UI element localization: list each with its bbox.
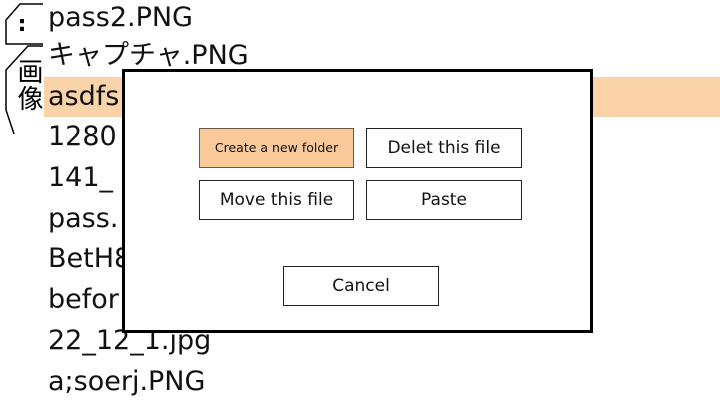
create-folder-button[interactable]: Create a new folder: [199, 128, 354, 168]
file-item[interactable]: befor: [48, 284, 119, 316]
cancel-button[interactable]: Cancel: [283, 266, 439, 306]
side-tab-images[interactable]: : 画像: [0, 0, 44, 136]
file-item[interactable]: 141_: [48, 162, 114, 194]
move-file-button[interactable]: Move this file: [199, 180, 354, 220]
tab-outline: [5, 3, 43, 135]
file-item[interactable]: pass2.PNG: [48, 2, 193, 33]
tab-label: 画像: [13, 58, 43, 112]
file-action-dialog: Create a new folder Delet this file Move…: [122, 69, 593, 333]
tab-colon: :: [17, 12, 27, 37]
paste-button[interactable]: Paste: [366, 180, 522, 220]
file-item[interactable]: キャプチャ.PNG: [48, 40, 249, 71]
file-item[interactable]: a;soerj.PNG: [48, 365, 206, 397]
file-item[interactable]: 1280: [48, 121, 117, 153]
file-item[interactable]: BetH8: [48, 243, 132, 275]
file-item[interactable]: pass.: [48, 202, 119, 234]
delete-file-button[interactable]: Delet this file: [366, 128, 522, 168]
